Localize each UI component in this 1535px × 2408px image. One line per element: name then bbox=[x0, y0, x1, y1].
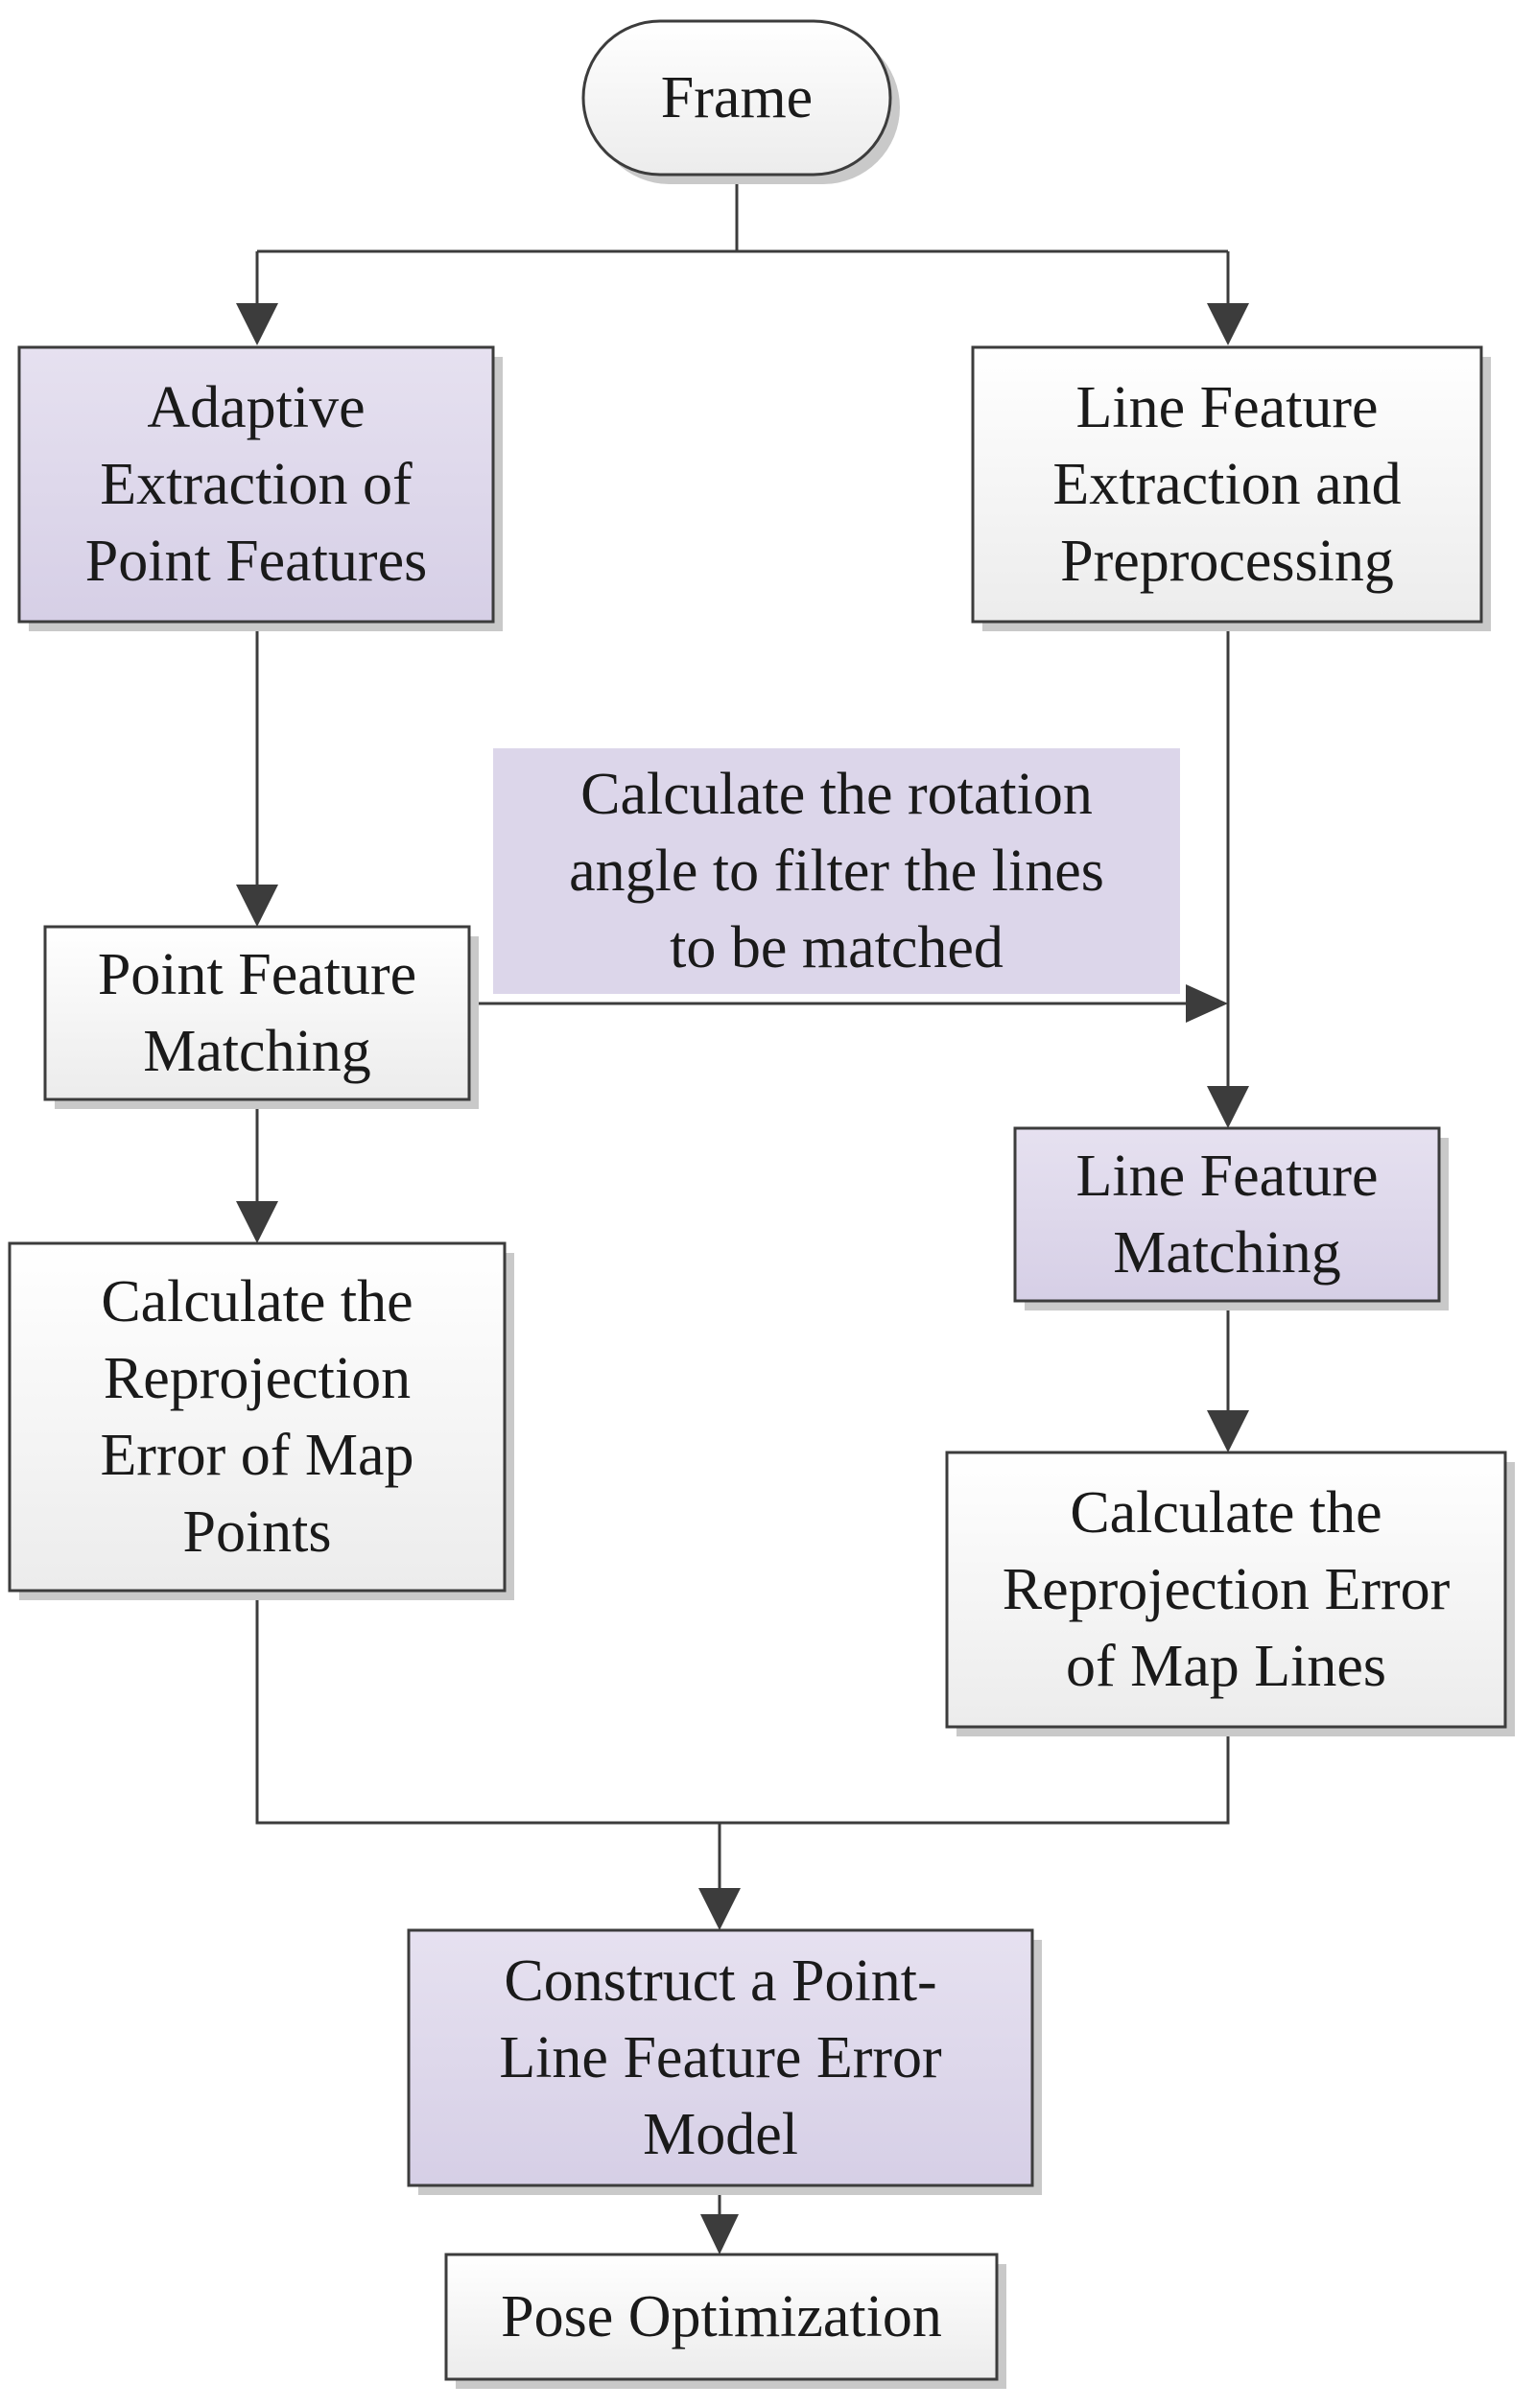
arrowhead-to-pose-optimization bbox=[700, 2214, 739, 2255]
node-pose-optimization-text: Pose Optimization bbox=[501, 2284, 942, 2349]
node-text-line: Line Feature bbox=[1075, 375, 1378, 440]
node-frame-text: Frame bbox=[661, 65, 813, 130]
node-text-line: to be matched bbox=[670, 915, 1004, 980]
node-text-line: Pose Optimization bbox=[501, 2284, 942, 2349]
node-text-line: Line Feature Error bbox=[499, 2025, 942, 2090]
node-text-line: Calculate the bbox=[1070, 1480, 1382, 1546]
node-text-line: Point Features bbox=[85, 529, 427, 594]
node-text-line: Adaptive bbox=[147, 375, 365, 440]
node-text-line: Extraction and bbox=[1052, 452, 1401, 517]
arrowhead-to-line-matching bbox=[1207, 1086, 1249, 1128]
node-text-line: Reprojection bbox=[104, 1346, 411, 1411]
node-frame: Frame bbox=[581, 19, 900, 184]
node-text-line: Preprocessing bbox=[1060, 529, 1394, 594]
arrowhead-to-reproj-points bbox=[236, 1201, 278, 1243]
node-text-line: Reprojection Error bbox=[1003, 1557, 1451, 1622]
node-text-line: Points bbox=[182, 1499, 331, 1565]
node-text-line: Error of Map bbox=[100, 1423, 413, 1488]
node-rotation-angle-text: Calculate the rotation angle to filter th… bbox=[569, 762, 1104, 980]
node-rotation-angle: Calculate the rotation angle to filter th… bbox=[493, 748, 1180, 994]
node-text-line: angle to filter the lines bbox=[569, 838, 1104, 904]
node-text-line: Calculate the bbox=[101, 1269, 413, 1334]
arrowhead-to-line-path bbox=[1186, 984, 1228, 1023]
node-text-line: Calculate the rotation bbox=[580, 762, 1093, 827]
arrowhead-to-point-matching bbox=[236, 885, 278, 927]
node-pose-optimization: Pose Optimization bbox=[444, 2253, 1006, 2389]
arrowhead-to-reproj-lines bbox=[1207, 1410, 1249, 1452]
arrowhead-to-adaptive-extraction bbox=[236, 303, 278, 345]
node-text-line: Matching bbox=[143, 1019, 371, 1084]
node-text-line: Frame bbox=[661, 65, 813, 130]
node-text-line: Extraction of bbox=[100, 452, 413, 517]
node-text-line: Construct a Point- bbox=[504, 1948, 936, 2014]
node-text-line: Matching bbox=[1113, 1220, 1341, 1286]
connectors bbox=[236, 173, 1249, 2255]
edge-frame-split bbox=[255, 173, 1230, 309]
node-text-line: Point Feature bbox=[98, 942, 416, 1007]
node-text-line: Line Feature bbox=[1075, 1144, 1378, 1209]
arrowhead-to-error-model bbox=[698, 1888, 741, 1930]
node-text-line: Model bbox=[643, 2102, 798, 2167]
edge-merge-to-error-model bbox=[255, 1591, 1230, 1892]
node-text-line: of Map Lines bbox=[1066, 1634, 1386, 1699]
arrowhead-to-line-extraction bbox=[1207, 303, 1249, 345]
